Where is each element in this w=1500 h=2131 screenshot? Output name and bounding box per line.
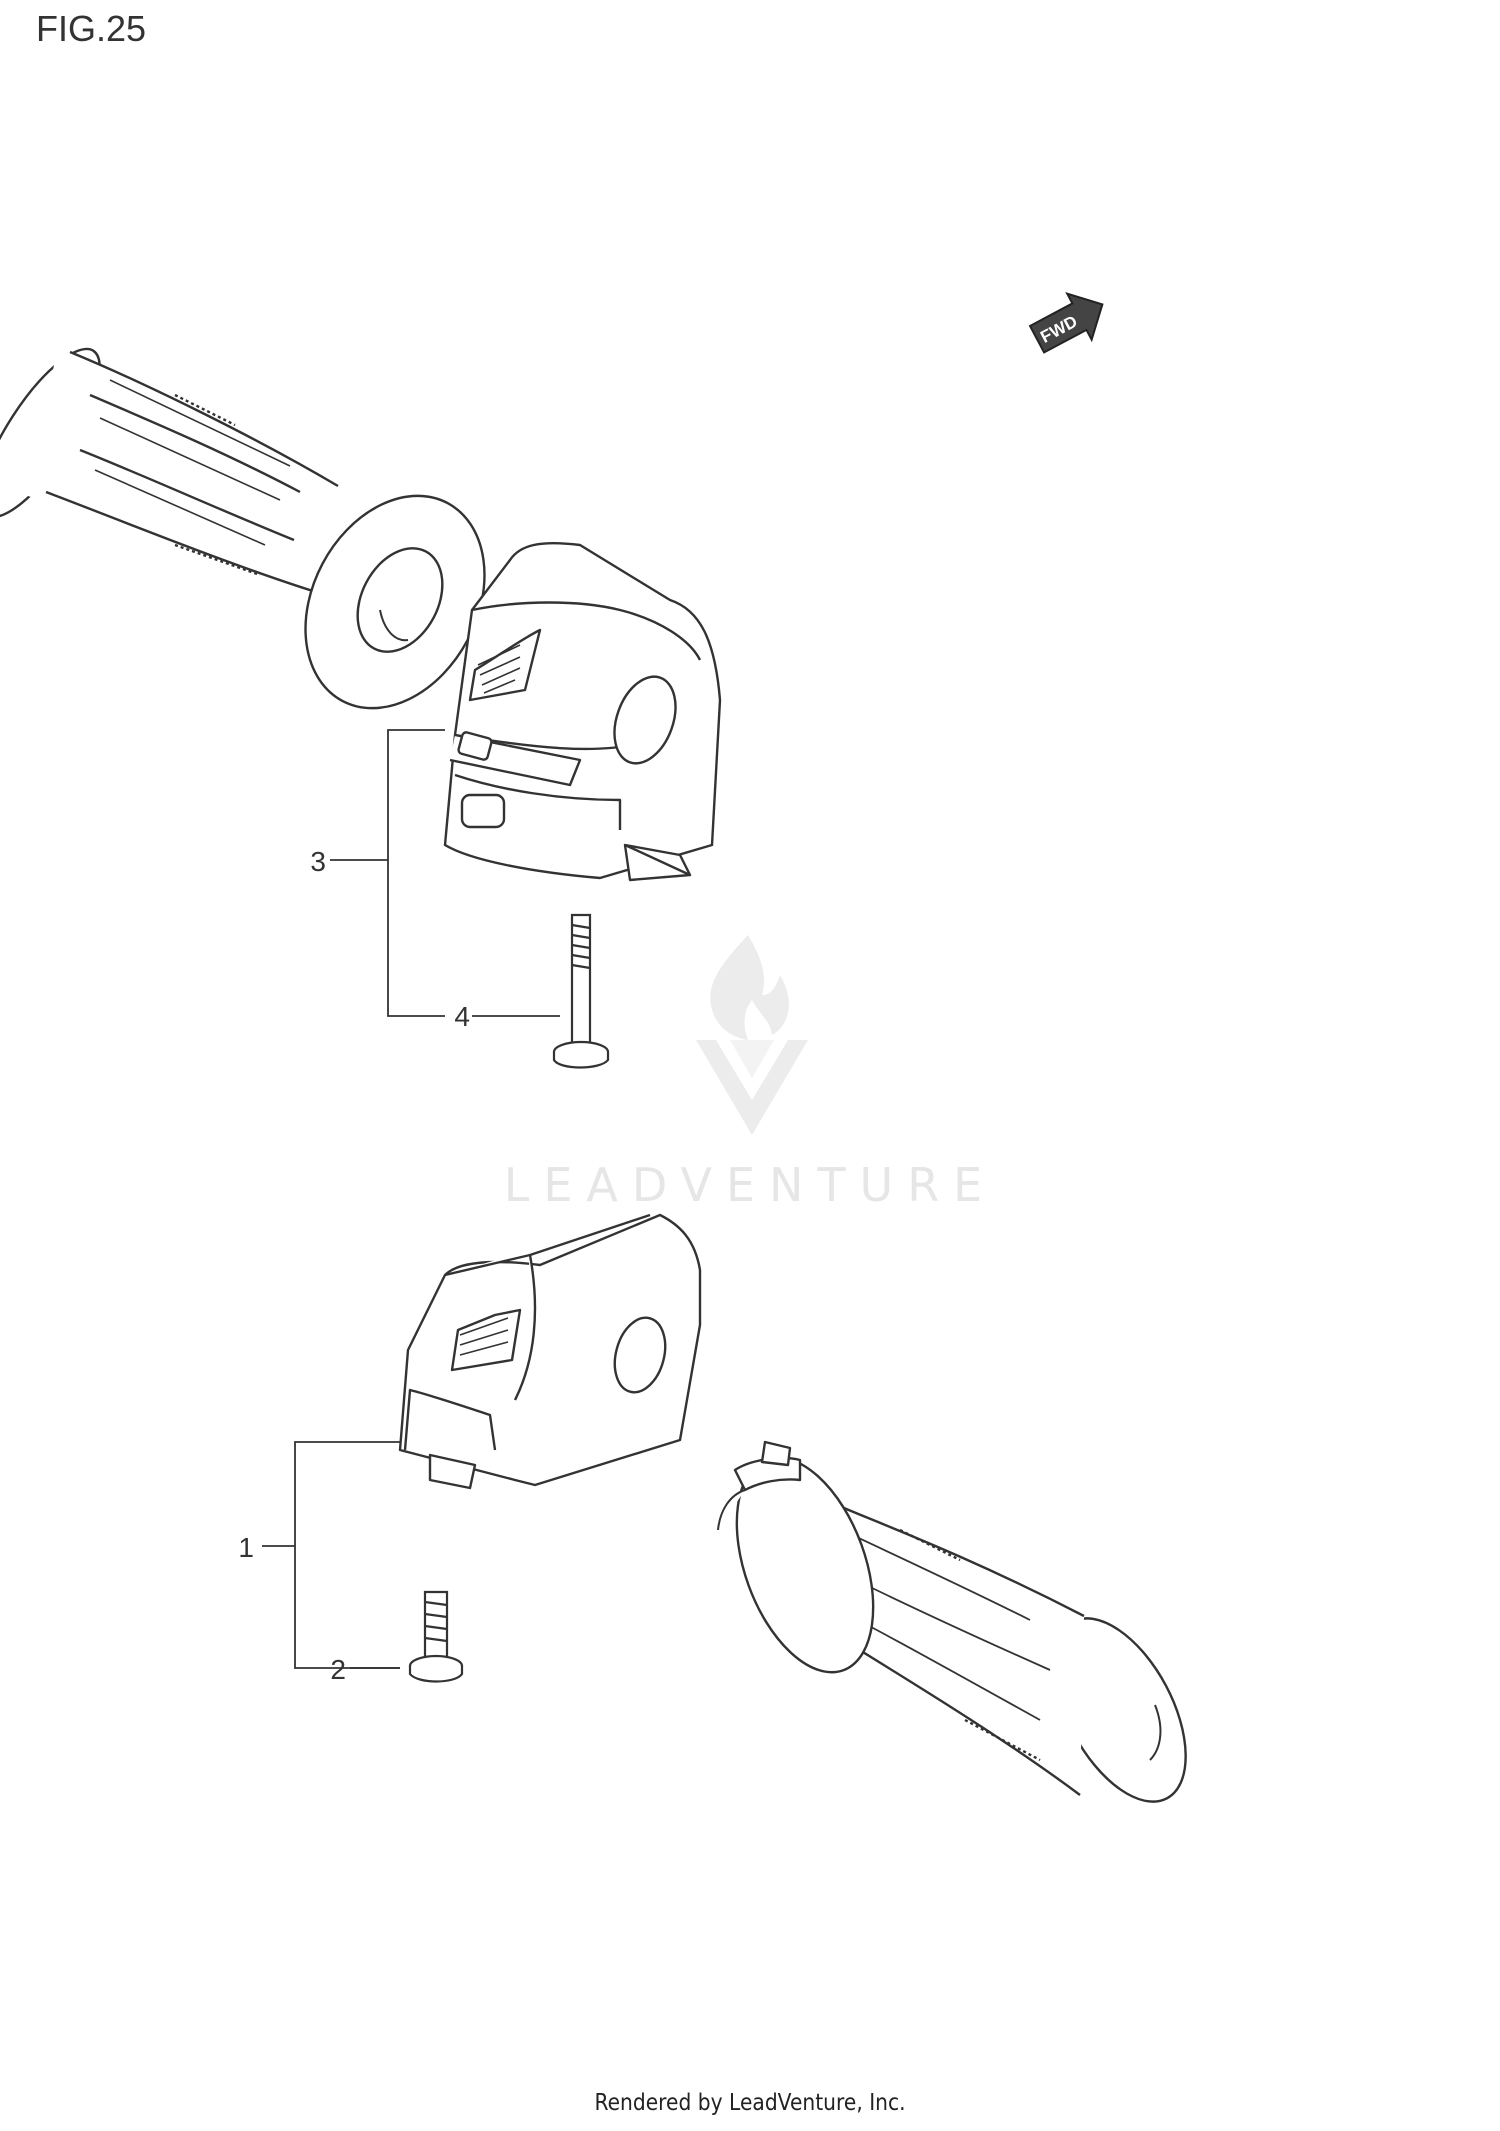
forward-arrow-icon: FWD xyxy=(1028,292,1104,354)
footer-credit: Rendered by LeadVenture, Inc. xyxy=(594,2090,906,2116)
right-handlebar-switch-icon xyxy=(443,541,722,882)
callout-bracket-upper xyxy=(352,729,560,1017)
callout-1: 1 xyxy=(238,1532,254,1563)
callout-3: 3 xyxy=(310,846,326,877)
screw-icon xyxy=(552,913,610,1069)
callout-2: 2 xyxy=(330,1654,346,1685)
left-handlebar-switch-icon xyxy=(398,1213,702,1490)
leadventure-logo-icon xyxy=(696,935,808,1135)
watermark-text: LEADVENTURE xyxy=(503,1158,997,1212)
right-grip-icon xyxy=(0,345,486,710)
callout-bracket-lower xyxy=(262,1441,400,1669)
left-grip-icon xyxy=(717,1440,1187,1803)
callout-4: 4 xyxy=(454,1001,470,1032)
figure-title: FIG.25 xyxy=(36,8,147,49)
screw-icon xyxy=(408,1590,464,1683)
